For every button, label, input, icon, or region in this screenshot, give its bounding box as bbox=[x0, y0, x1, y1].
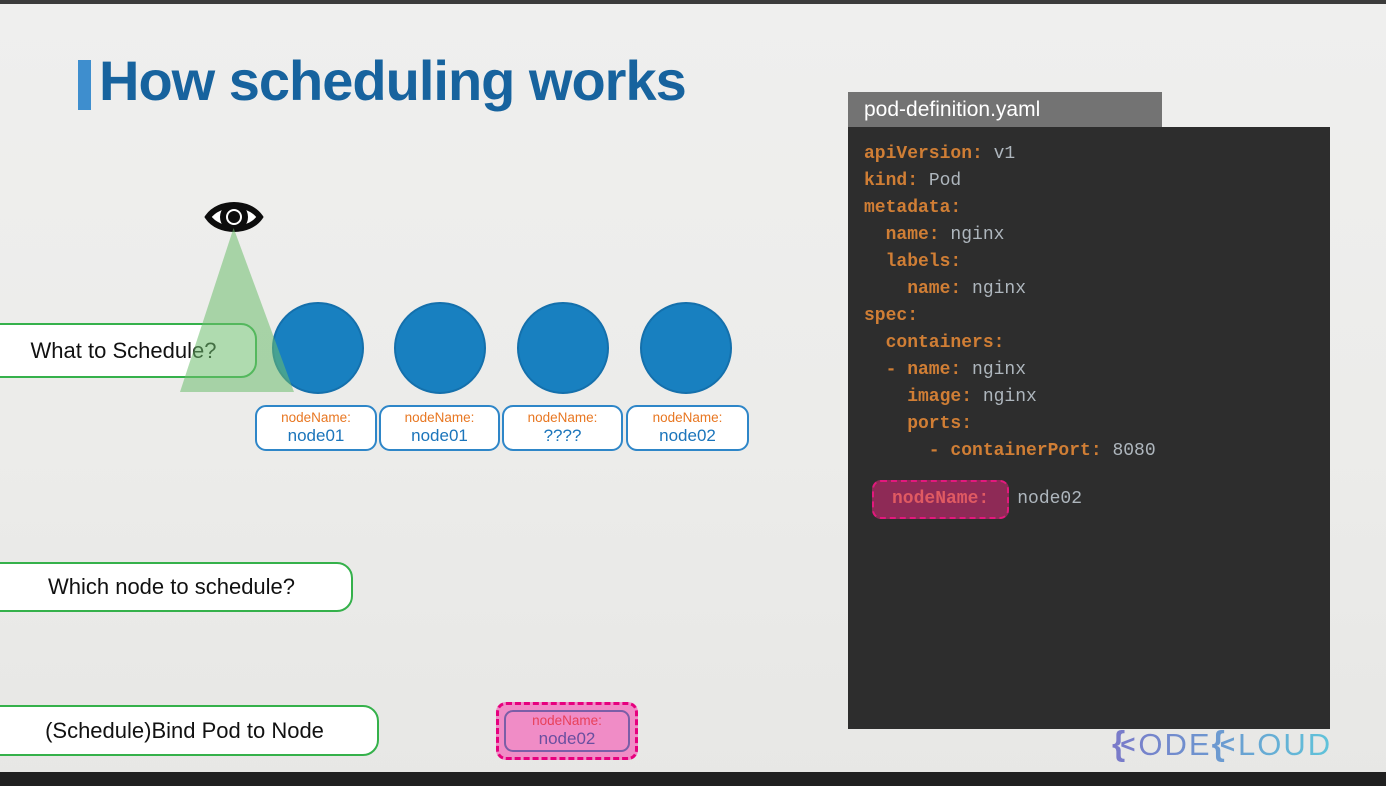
question-box-which-node: Which node to schedule? bbox=[0, 562, 353, 612]
yaml-filename-tab: pod-definition.yaml bbox=[848, 92, 1162, 127]
nodename-key: nodeName: bbox=[527, 410, 598, 426]
pod-nodename-box-4: nodeName: node02 bbox=[626, 405, 749, 451]
kodekloud-logo: { < ODE { < LOUD bbox=[1112, 725, 1332, 764]
nodename-value: ???? bbox=[543, 425, 582, 445]
question-label: Which node to schedule? bbox=[47, 574, 296, 599]
code-line: name: nginx bbox=[864, 279, 1027, 299]
nodename-value: node01 bbox=[411, 425, 468, 445]
pod-nodename-box-2: nodeName: node01 bbox=[379, 405, 500, 451]
top-border bbox=[0, 0, 1386, 4]
code-line: - containerPort: 8080 bbox=[864, 441, 1156, 461]
bind-badge-value: node02 bbox=[538, 728, 596, 748]
logo-chevron-icon: < bbox=[1219, 729, 1238, 759]
nodename-highlight-value: node02 bbox=[1017, 489, 1083, 509]
code-line: metadata: bbox=[864, 198, 962, 218]
code-line: - name: nginx bbox=[864, 360, 1027, 380]
pod-nodename-box-1: nodeName: node01 bbox=[255, 405, 377, 451]
yaml-code-panel: apiVersion: v1 kind: Pod metadata: name:… bbox=[848, 127, 1330, 729]
nodename-value: node01 bbox=[287, 425, 345, 445]
pod-circle-3 bbox=[517, 302, 609, 394]
bind-badge: nodeName: node02 bbox=[496, 702, 638, 760]
code-line: image: nginx bbox=[864, 387, 1037, 407]
title-accent-bar bbox=[78, 60, 91, 110]
question-label: What to Schedule? bbox=[30, 337, 217, 363]
nodename-highlight-line: nodeName: node02 bbox=[872, 480, 1314, 519]
logo-text-part: ODE bbox=[1138, 726, 1212, 762]
logo-chevron-icon: < bbox=[1120, 729, 1138, 759]
nodename-highlight-key: nodeName: bbox=[872, 480, 1010, 519]
bind-badge-key: nodeName: bbox=[532, 713, 602, 729]
pod-circle-2 bbox=[394, 302, 486, 394]
nodename-value: node02 bbox=[659, 425, 716, 445]
bottom-bar bbox=[0, 772, 1386, 786]
code-line: labels: bbox=[864, 252, 962, 272]
code-line: spec: bbox=[864, 306, 919, 326]
code-line: kind: Pod bbox=[864, 171, 962, 191]
nodename-key: nodeName: bbox=[281, 410, 351, 426]
nodename-key: nodeName: bbox=[652, 410, 723, 426]
code-line: name: nginx bbox=[864, 225, 1005, 245]
code-line: ports: bbox=[864, 414, 973, 434]
code-line: apiVersion: v1 bbox=[864, 144, 1016, 164]
eye-icon bbox=[204, 195, 264, 239]
vision-cone bbox=[180, 228, 294, 392]
pod-nodename-box-3: nodeName: ???? bbox=[502, 405, 623, 451]
question-box-bind-pod: (Schedule)Bind Pod to Node bbox=[0, 705, 379, 756]
bind-badge-inner: nodeName: node02 bbox=[504, 710, 630, 752]
pod-circle-4 bbox=[640, 302, 732, 394]
question-label: (Schedule)Bind Pod to Node bbox=[45, 717, 324, 743]
nodename-key: nodeName: bbox=[404, 410, 475, 426]
logo-text-part: LOUD bbox=[1238, 726, 1333, 762]
page-title: How scheduling works bbox=[99, 49, 687, 112]
code-line: containers: bbox=[864, 333, 1005, 353]
